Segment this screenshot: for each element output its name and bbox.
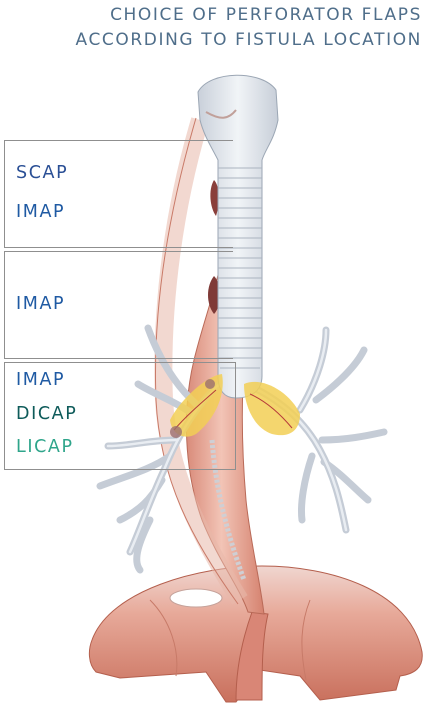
- zone-lower-label-imap: IMAP: [16, 370, 66, 390]
- title-line-2: ACCORDING TO FISTULA LOCATION: [75, 30, 422, 50]
- perforator-fat-illustration: [170, 374, 300, 438]
- zone-upper-label-scap: SCAP: [16, 163, 69, 183]
- diagram-title: CHOICE OF PERFORATOR FLAPS ACCORDING TO …: [0, 3, 436, 53]
- zone-box-upper: [4, 140, 233, 248]
- zone-upper-label-imap: IMAP: [16, 202, 66, 222]
- zone-middle-label-imap: IMAP: [16, 294, 66, 314]
- zone-box-lower: [4, 362, 236, 470]
- diaphragm-illustration: [88, 565, 423, 703]
- zone-lower-label-dicap: DICAP: [16, 404, 78, 424]
- zone-box-middle: [4, 251, 233, 359]
- title-line-1: CHOICE OF PERFORATOR FLAPS: [110, 5, 422, 25]
- zone-lower-label-licap: LICAP: [16, 437, 74, 457]
